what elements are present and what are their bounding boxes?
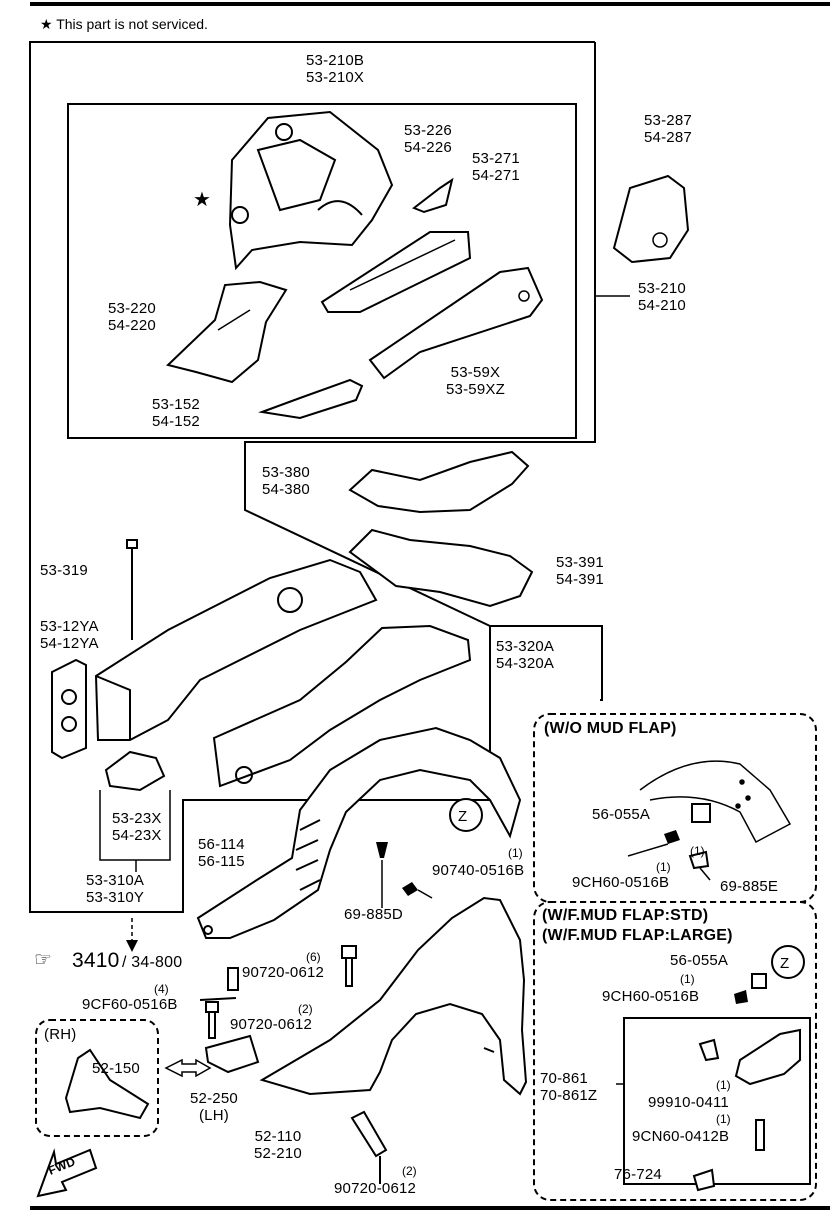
qty-90720b: (2) bbox=[298, 1002, 313, 1016]
part-label-90720-0612-c: 90720-0612 bbox=[334, 1180, 417, 1197]
apron-320a bbox=[212, 624, 472, 788]
part-287 bbox=[612, 174, 690, 264]
part-label-56-055a-b: 56-055A bbox=[670, 952, 729, 969]
wo-mudflap-title: (W/O MUD FLAP) bbox=[544, 720, 677, 737]
frame-310a bbox=[94, 558, 378, 741]
bolt-9cf60 bbox=[199, 967, 239, 1001]
clip-885e bbox=[688, 850, 710, 870]
z-callout-label-1: Z bbox=[458, 808, 468, 825]
clip-99910 bbox=[698, 1038, 720, 1062]
star-icon: ★ bbox=[193, 187, 211, 211]
part-label-90720-0612-a: 90720-0612 bbox=[242, 964, 325, 981]
part-label-9ch60-0516b-b: 9CH60-0516B bbox=[602, 988, 700, 1005]
part-380 bbox=[348, 450, 530, 514]
wheel-arch-detail bbox=[639, 760, 792, 844]
mudflap-70861 bbox=[734, 1028, 801, 1086]
bolt-90720a bbox=[341, 945, 357, 987]
part-label-53-220: 53-220 54-220 bbox=[108, 300, 156, 334]
bolt-90720c bbox=[350, 1110, 388, 1184]
mudflap-inner-box bbox=[623, 1017, 811, 1185]
inner-box bbox=[67, 103, 577, 439]
part-label-53-287: 53-287 54-287 bbox=[644, 112, 692, 146]
wf-mudflap-title: (W/F.MUD FLAP:STD) (W/F.MUD FLAP:LARGE) bbox=[542, 907, 733, 944]
part-label-52-110: 52-110 52-210 bbox=[254, 1128, 302, 1162]
splash-shield-114 bbox=[196, 726, 522, 939]
part-220 bbox=[165, 280, 288, 384]
gasket-12ya bbox=[51, 658, 87, 760]
part-label-53-210: 53-210 54-210 bbox=[638, 280, 686, 314]
rail-59x bbox=[368, 266, 544, 380]
fwd-arrow-icon bbox=[36, 1148, 98, 1198]
part-label-90740-0516b: 90740-0516B bbox=[432, 862, 525, 879]
bracket-52250 bbox=[204, 1034, 260, 1074]
part-label-52-150: 52-150 bbox=[92, 1060, 140, 1077]
qty-9ch60a: (1) bbox=[656, 860, 671, 874]
part-label-52-250: 52-250 (LH) bbox=[190, 1090, 238, 1124]
rh-label: (RH) bbox=[44, 1026, 77, 1043]
qty-90720a: (6) bbox=[306, 950, 321, 964]
part-label-53-152: 53-152 54-152 bbox=[152, 396, 200, 430]
qty-9cn60: (1) bbox=[716, 1112, 731, 1126]
clip-885d bbox=[376, 842, 388, 858]
part-label-53-210b: 53-210B 53-210X bbox=[306, 52, 365, 86]
part-label-69-885e: 69-885E bbox=[720, 878, 779, 895]
screw-9cn60 bbox=[755, 1119, 765, 1151]
part-label-53-12ya: 53-12YA 54-12YA bbox=[40, 618, 99, 652]
not-serviced-note: ★ This part is not serviced. bbox=[40, 16, 208, 32]
part-label-9ch60-0516b-a: 9CH60-0516B bbox=[572, 874, 670, 891]
screw-9ch60b bbox=[734, 990, 748, 1004]
qty-9ch60b: (1) bbox=[680, 972, 695, 986]
part-label-70-861: 70-861 70-861Z bbox=[540, 1070, 598, 1104]
bracket-23x bbox=[104, 750, 166, 792]
bolt-90740 bbox=[402, 882, 418, 896]
apron-part bbox=[228, 110, 394, 271]
part-391 bbox=[348, 528, 534, 608]
part-label-53-391: 53-391 54-391 bbox=[556, 554, 604, 588]
z-callout-circle-1 bbox=[449, 798, 483, 832]
rail-271 bbox=[320, 231, 472, 313]
hand-pointer-icon: ☞ bbox=[34, 949, 53, 971]
qty-885e: (1) bbox=[690, 844, 705, 858]
part-label-53-310a: 53-310A 53-310Y bbox=[86, 872, 145, 906]
part-label-56-055a: 56-055A bbox=[592, 806, 651, 823]
part-label-56-114: 56-114 56-115 bbox=[198, 836, 245, 870]
part-label-53-320a: 53-320A 54-320A bbox=[496, 638, 555, 672]
wf-mudflap-box bbox=[533, 901, 817, 1201]
bracket-52150 bbox=[64, 1048, 150, 1120]
part-label-53-271: 53-271 54-271 bbox=[472, 150, 520, 184]
part-152 bbox=[258, 378, 364, 420]
section-ref-34-800[interactable]: / 34-800 bbox=[122, 954, 183, 971]
part-label-53-380: 53-380 54-380 bbox=[262, 464, 310, 498]
z-callout-label-2: Z bbox=[780, 955, 790, 972]
section-ref-3410[interactable]: 3410 bbox=[72, 949, 120, 972]
qty-90720c: (2) bbox=[402, 1164, 417, 1178]
bolt-319 bbox=[126, 539, 138, 640]
outer-frame-right bbox=[244, 42, 596, 627]
part-label-76-724: 76-724 bbox=[614, 1166, 662, 1183]
bolt-90720b bbox=[205, 1001, 219, 1039]
part-label-90720-0612-b: 90720-0612 bbox=[230, 1016, 313, 1033]
clip-76724 bbox=[692, 1168, 716, 1192]
part-label-9cf60-0516b: 9CF60-0516B bbox=[82, 996, 178, 1013]
screw-9ch60a bbox=[664, 830, 680, 844]
fender-52110 bbox=[259, 896, 528, 1096]
part-label-53-59x: 53-59X 53-59XZ bbox=[446, 364, 505, 398]
bracket-226 bbox=[411, 177, 454, 214]
rh-box bbox=[35, 1019, 159, 1137]
ref-arrow-icon bbox=[126, 940, 138, 952]
qty-9cf60: (4) bbox=[154, 982, 169, 996]
part-label-53-226: 53-226 54-226 bbox=[404, 122, 452, 156]
qty-99910: (1) bbox=[716, 1078, 731, 1092]
part-label-53-23x: 53-23X 54-23X bbox=[112, 810, 162, 844]
z-callout-circle-2 bbox=[771, 945, 805, 979]
part-label-53-319: 53-319 bbox=[40, 562, 88, 579]
part-label-9cn60-0412b: 9CN60-0412B bbox=[632, 1128, 730, 1145]
part-label-99910-0411: 99910-0411 bbox=[648, 1094, 729, 1111]
double-arrow-icon bbox=[164, 1058, 212, 1078]
qty-90740: (1) bbox=[508, 846, 523, 860]
part-label-69-885d: 69-885D bbox=[344, 906, 403, 923]
clip-56055a bbox=[691, 803, 711, 823]
clip-56055a-b bbox=[751, 973, 767, 989]
